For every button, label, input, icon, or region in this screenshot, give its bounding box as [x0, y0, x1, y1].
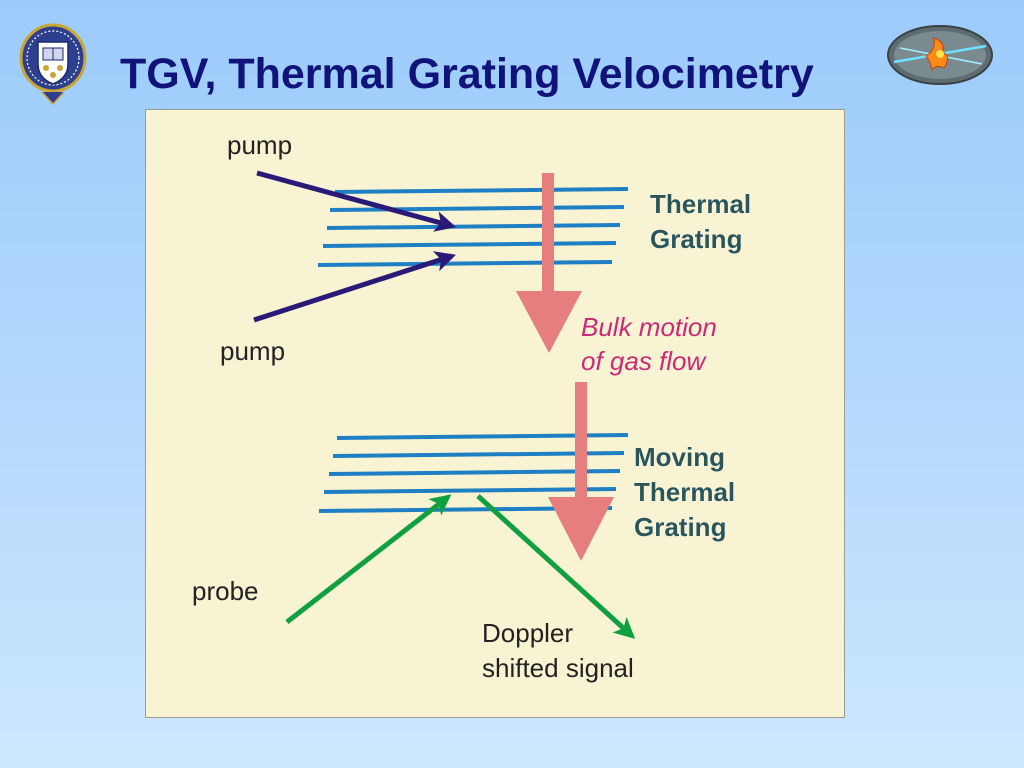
thermal-grating-label-line1: Thermal	[650, 189, 751, 219]
grating-line	[328, 469, 621, 476]
bulk-motion-label-line2: of gas flow	[581, 346, 708, 376]
flow-arrow-lower	[548, 382, 614, 561]
pump-label-bottom: pump	[220, 336, 285, 366]
diagram-panel	[145, 109, 845, 718]
doppler-label-line2: shifted signal	[482, 653, 634, 683]
grating-line	[329, 205, 625, 212]
moving-grating-label-line2: Thermal	[634, 477, 735, 507]
doppler-label-line1: Doppler	[482, 618, 573, 648]
grating-line	[322, 241, 617, 248]
probe-label: probe	[192, 576, 259, 606]
grating-line	[317, 260, 613, 267]
signal-arrow	[476, 494, 636, 639]
grating-line	[323, 487, 617, 494]
moving-grating-label-line1: Moving	[634, 442, 725, 472]
pump-label-top: pump	[227, 130, 292, 160]
flow-arrow-upper	[516, 173, 582, 353]
probe-arrow	[285, 494, 452, 624]
grating-line	[334, 187, 629, 194]
laser-emblem-icon	[887, 25, 993, 85]
pump-arrow-bottom	[253, 251, 456, 323]
bulk-motion-label-line1: Bulk motion	[581, 312, 717, 342]
pump-arrow-top	[256, 170, 457, 232]
grating-line	[326, 223, 621, 230]
slide-title: TGV, Thermal Grating Velocimetry	[120, 50, 814, 98]
thermal-grating-upper	[317, 187, 629, 267]
oxford-crest-icon	[19, 23, 87, 106]
thermal-grating-label-line2: Grating	[650, 224, 742, 254]
moving-grating-label-line3: Grating	[634, 512, 726, 542]
